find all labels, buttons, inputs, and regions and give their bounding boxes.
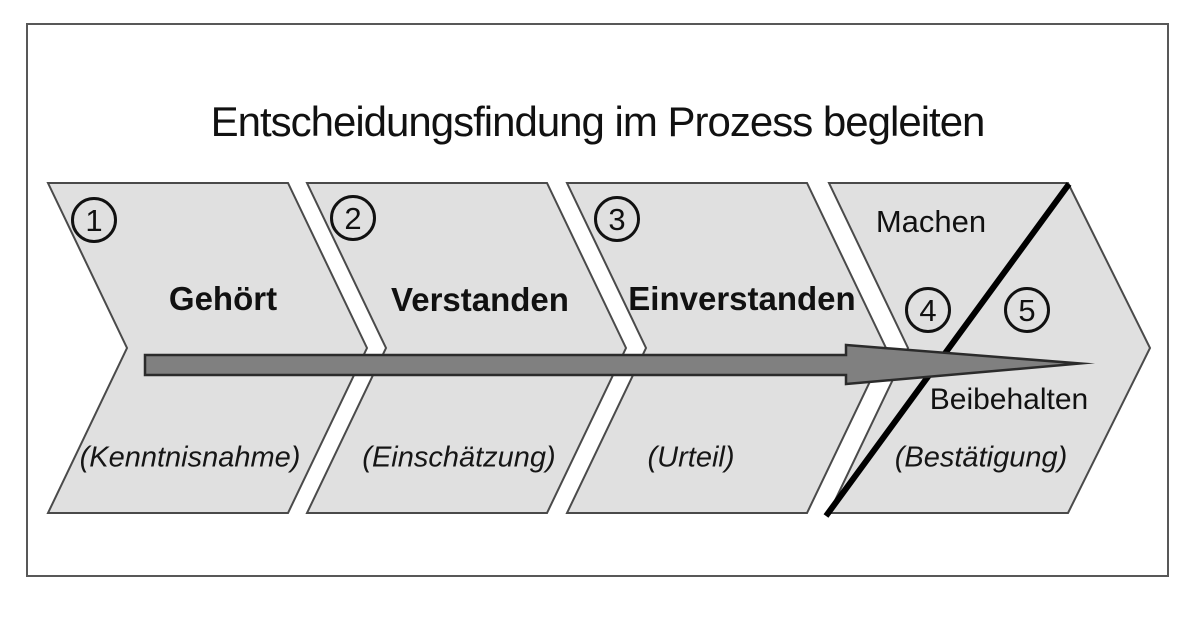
chevron-stage-4-5 — [827, 182, 1152, 514]
stage-number-5: 5 — [1004, 287, 1050, 333]
stage-number-5-text: 5 — [1018, 292, 1036, 328]
stage-number-2-text: 2 — [344, 200, 362, 236]
chevron-stage-1 — [46, 182, 369, 514]
stage-number-4-text: 4 — [919, 292, 937, 328]
stage-divider-line — [823, 182, 1072, 518]
stage-sublabel-urteil: (Urteil) — [647, 441, 735, 474]
diagram-title: Entscheidungsfindung im Prozess begleite… — [210, 98, 986, 145]
stage-number-4: 4 — [905, 287, 951, 333]
stage-number-3: 3 — [594, 196, 640, 242]
chevron-stage-3 — [565, 182, 888, 514]
stage-number-2: 2 — [330, 195, 376, 241]
stage-number-3-text: 3 — [608, 201, 626, 237]
stage-sublabel-bestaetigung: (Bestätigung) — [894, 441, 1068, 474]
stage-sublabel-kenntnisnahme: (Kenntnisnahme) — [79, 441, 301, 474]
stage-sublabel-einschaetzung: (Einschätzung) — [362, 441, 556, 474]
stage-label-verstanden: Verstanden — [391, 281, 569, 318]
stage-label-einverstanden: Einverstanden — [628, 280, 856, 317]
chevron-stage-2 — [305, 182, 628, 514]
process-arrow — [143, 343, 1096, 386]
stage-label-beibehalten: Beibehalten — [929, 383, 1089, 416]
stage-label-gehoert: Gehört — [168, 280, 278, 317]
stage-number-1: 1 — [71, 197, 117, 243]
stage-number-1-text: 1 — [85, 202, 103, 238]
stage-label-machen: Machen — [875, 204, 987, 239]
